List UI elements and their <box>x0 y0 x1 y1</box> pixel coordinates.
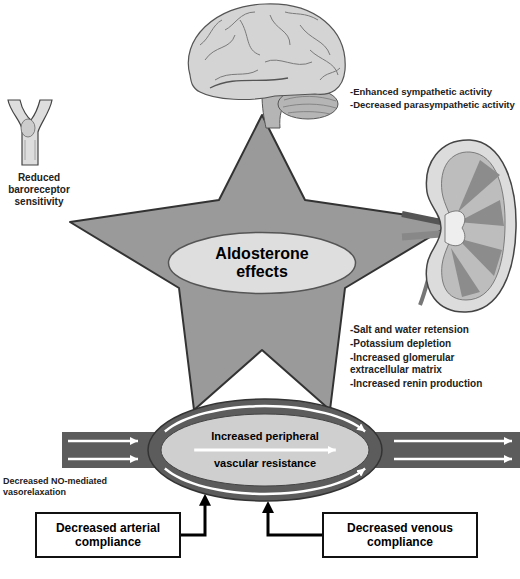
lateral-fissure <box>210 78 288 88</box>
effect-label: -Decreased parasympathetic activity <box>350 99 516 110</box>
kidney-cortex <box>442 152 506 300</box>
vasorelaxation-label-group: Decreased NO-mediated vasorelaxation <box>3 476 145 498</box>
vessel-outline <box>147 398 383 502</box>
process-box: Decreased arterial compliance <box>35 512 181 558</box>
cerebellum-folds <box>283 96 336 114</box>
renal-pyramid <box>451 248 480 297</box>
effect-label: -Increased glomerular extracellular matr… <box>350 352 516 376</box>
kidney-outline <box>426 140 516 312</box>
flow-arrow <box>394 458 512 461</box>
effect-label: -Enhanced sympathetic activity <box>350 86 516 97</box>
vessel-shading <box>25 140 35 160</box>
kidney-illustration <box>402 140 516 312</box>
vessel-wall <box>148 399 382 501</box>
flow-arrow <box>194 449 336 452</box>
renal-vein <box>402 234 441 237</box>
flow-arrow <box>165 469 365 494</box>
renal-artery <box>402 214 441 222</box>
brain-effects-list: -Enhanced sympathetic activity -Decreased… <box>350 86 516 111</box>
flow-arrow <box>165 406 365 431</box>
renal-pelvis <box>445 211 465 246</box>
effect-label: -Increased renin production <box>350 378 516 390</box>
kidney-effects-list: -Salt and water retension -Potassium depl… <box>350 324 516 390</box>
flow-arrow <box>68 440 138 443</box>
brain-illustration <box>188 4 345 128</box>
node-text: Decreased arterial compliance <box>45 521 171 550</box>
process-box: Decreased venous compliance <box>322 512 478 558</box>
vessel-lumen <box>161 414 369 486</box>
node-text: Increased peripheral <box>211 430 319 443</box>
vessel-ellipse: Increased peripheral vascular resistance <box>147 398 383 502</box>
cerebrum <box>188 4 345 100</box>
baroreceptor-label-group: Reduced baroreceptor sensitivity <box>0 172 78 208</box>
brain-gyri <box>200 12 340 80</box>
connector-arrow <box>181 503 205 535</box>
flow-arrow <box>394 440 512 443</box>
ellipse-shape <box>169 233 356 294</box>
organ-label: Reduced baroreceptor sensitivity <box>0 172 78 208</box>
central-ellipse: Aldosterone effects <box>167 231 357 295</box>
carotid-sinus <box>21 119 35 137</box>
connector-arrow <box>268 510 322 535</box>
node-text: Aldosterone effects <box>202 245 322 282</box>
flow-arrow <box>68 458 138 461</box>
carotid-artery <box>8 100 52 165</box>
carotid-illustration <box>8 100 52 165</box>
effect-label: -Salt and water retension <box>350 324 516 336</box>
effect-label: -Potassium depletion <box>350 338 516 350</box>
node-text: vascular resistance <box>214 457 316 470</box>
node-text: Decreased venous compliance <box>332 521 468 550</box>
effect-label: Decreased NO-mediated vasorelaxation <box>3 476 145 498</box>
